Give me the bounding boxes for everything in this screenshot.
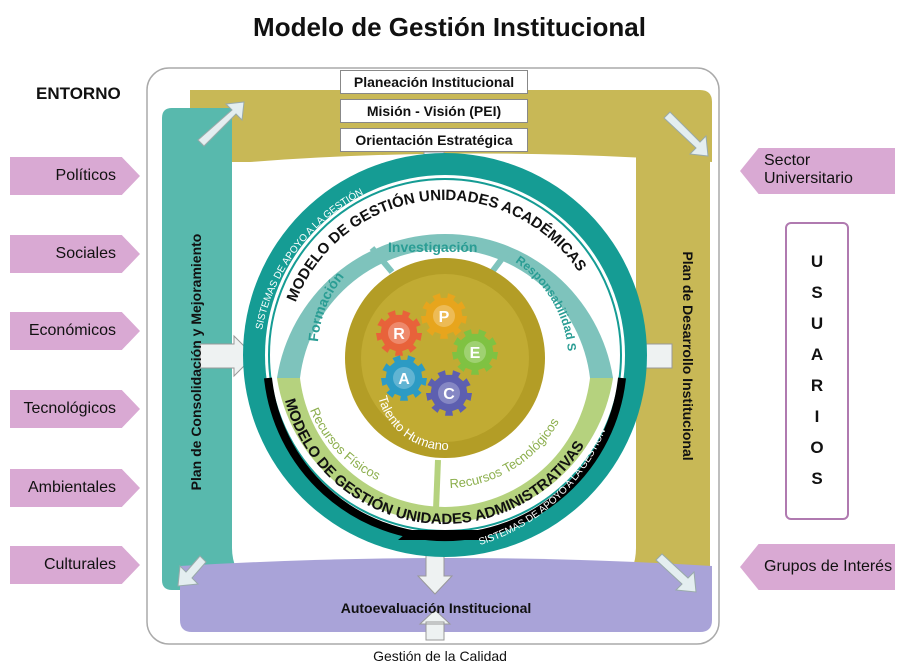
corner-arrow-tl <box>197 101 245 147</box>
gear-letter-c: C <box>443 386 455 403</box>
sector-line2: Universitario <box>764 170 853 187</box>
entorno-item-politicos: Políticos <box>10 157 140 195</box>
planeacion-box: Planeación Institucional <box>340 70 528 94</box>
gear-e <box>452 329 498 375</box>
sector-line1: Sector <box>764 152 811 169</box>
right-band-label: Plan de Desarrollo Institucional <box>680 251 696 461</box>
grupos-interes-arrow: Grupos de Interés <box>740 544 895 590</box>
left-band-label: Plan de Consolidación y Mejoramiento <box>188 233 204 491</box>
investigacion-text: Investigación <box>388 239 477 255</box>
entorno-item-sociales: Sociales <box>10 235 140 273</box>
gear-a <box>381 355 427 401</box>
usuarios-box: U S U A R I O S <box>785 222 849 520</box>
top-band <box>190 90 712 162</box>
gear-letter-p: P <box>439 309 450 326</box>
gear-r <box>376 310 422 356</box>
grupos-label: Grupos de Interés <box>764 558 893 575</box>
usuarios-letters: U S U A R I O S <box>810 252 824 488</box>
bottom-band <box>180 558 712 632</box>
entorno-label: ENTORNO <box>36 84 121 103</box>
calidad-caption: Gestión de la Calidad <box>373 648 507 664</box>
mision-vision-box: Misión - Visión (PEI) <box>340 99 528 123</box>
gear-cycle: R P E A C <box>376 293 498 416</box>
corner-arrow-br <box>655 553 697 593</box>
entorno-item-tecnologicos: Tecnológicos <box>10 390 140 428</box>
entorno-item-culturales: Culturales <box>10 546 140 584</box>
base-black <box>398 530 492 540</box>
bottom-band-label: Autoevaluación Institucional <box>340 600 532 616</box>
diagram-title: Modelo de Gestión Institucional <box>253 12 646 42</box>
orientacion-box: Orientación Estratégica <box>340 128 528 152</box>
gear-c <box>426 370 472 416</box>
corner-arrow-bl <box>177 555 207 587</box>
sector-universitario-arrow: Sector Universitario <box>740 148 895 194</box>
corner-arrow-tr <box>663 111 709 157</box>
entorno-item-economicos: Económicos <box>10 312 140 350</box>
entorno-item-ambientales: Ambientales <box>10 469 140 507</box>
gear-letter-e: E <box>470 345 481 362</box>
gear-p <box>421 293 467 339</box>
arrow-up-from-calidad <box>418 609 452 641</box>
gear-letter-a: A <box>398 371 410 388</box>
gear-letter-r: R <box>393 326 405 343</box>
